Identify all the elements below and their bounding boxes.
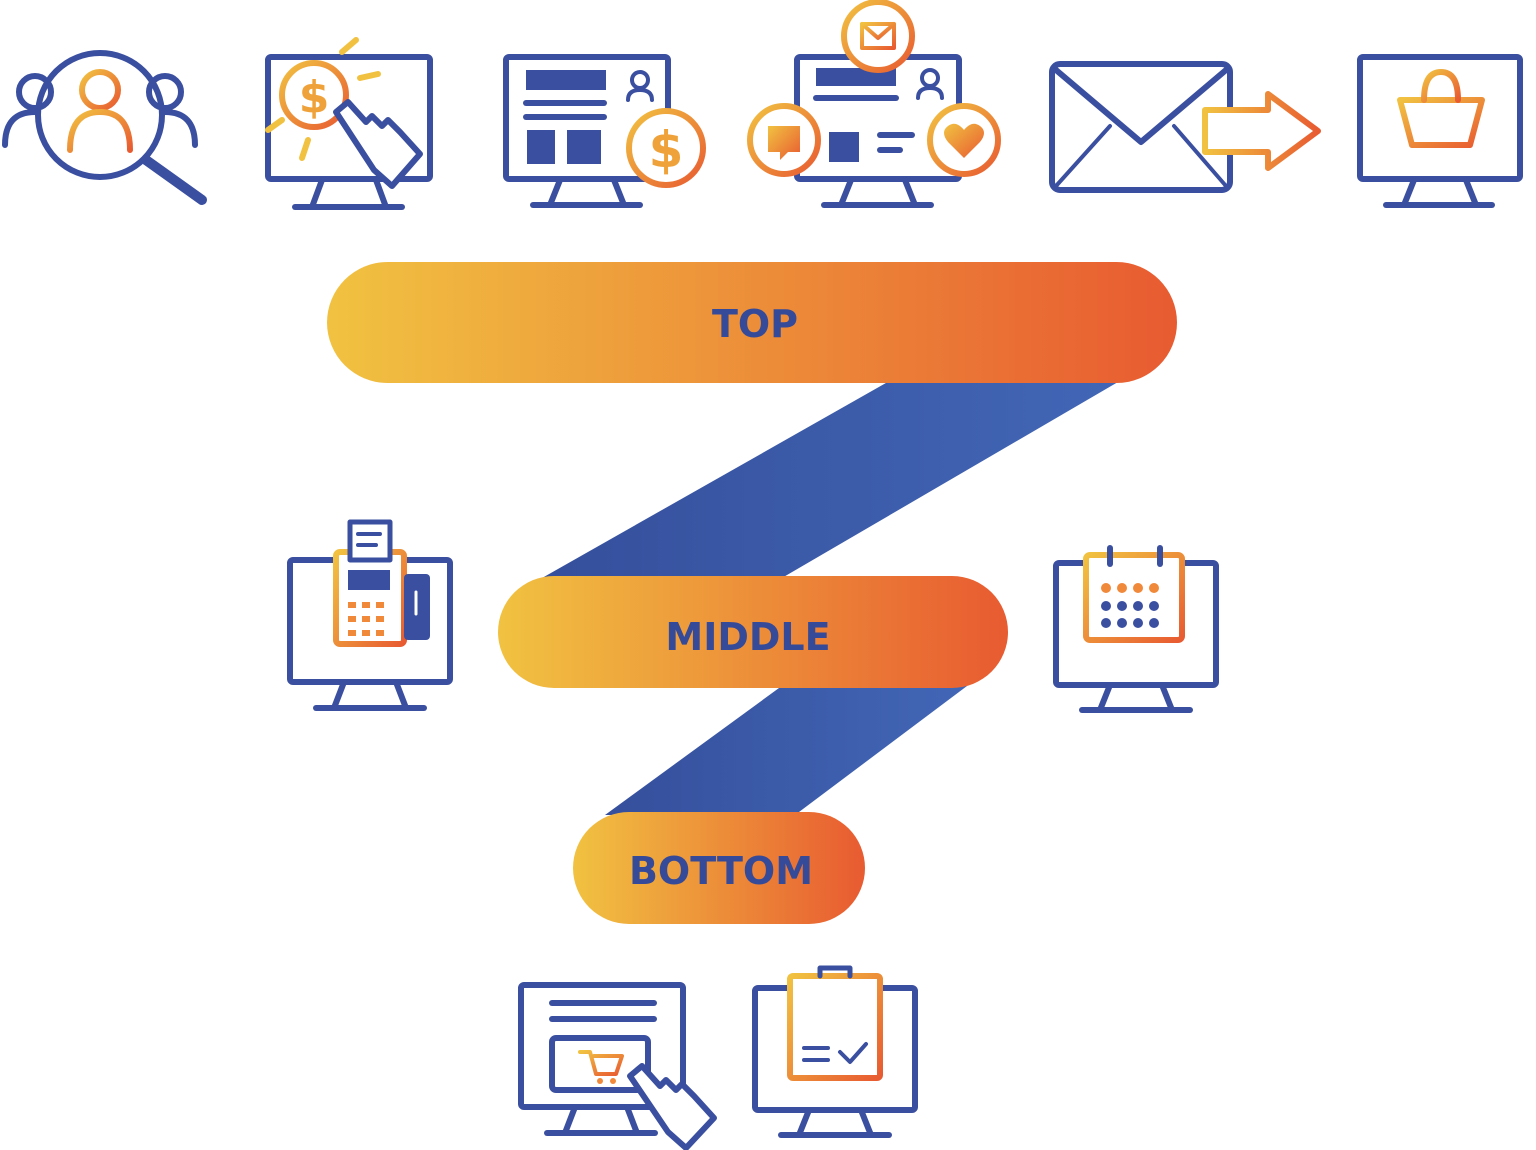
online-shopping-icon (1357, 54, 1532, 208)
checklist-icon (752, 965, 918, 1138)
funnel-stage-bottom: BOTTOM (573, 812, 865, 924)
stage-label-middle: MIDDLE (665, 615, 830, 659)
sponsored-content-icon: $ (503, 54, 706, 208)
add-to-cart-icon (518, 982, 717, 1150)
funnel-stage-top: TOP (327, 262, 1177, 383)
audience-search-icon (2, 50, 207, 205)
svg-text:$: $ (649, 121, 684, 179)
funnel-ribbon-lower (605, 680, 975, 815)
payment-terminal-icon (287, 519, 453, 711)
funnel-stage-middle: MIDDLE (498, 576, 1008, 688)
email-marketing-icon (1049, 61, 1321, 193)
stage-label-bottom: BOTTOM (629, 849, 813, 893)
funnel-ribbon-upper (535, 375, 1130, 582)
calendar-icon (1053, 545, 1219, 713)
stage-label-top: TOP (712, 302, 798, 346)
svg-text:$: $ (299, 72, 330, 123)
pay-per-click-icon: $ (265, 37, 433, 210)
social-media-engagement-icon (747, 0, 1001, 208)
